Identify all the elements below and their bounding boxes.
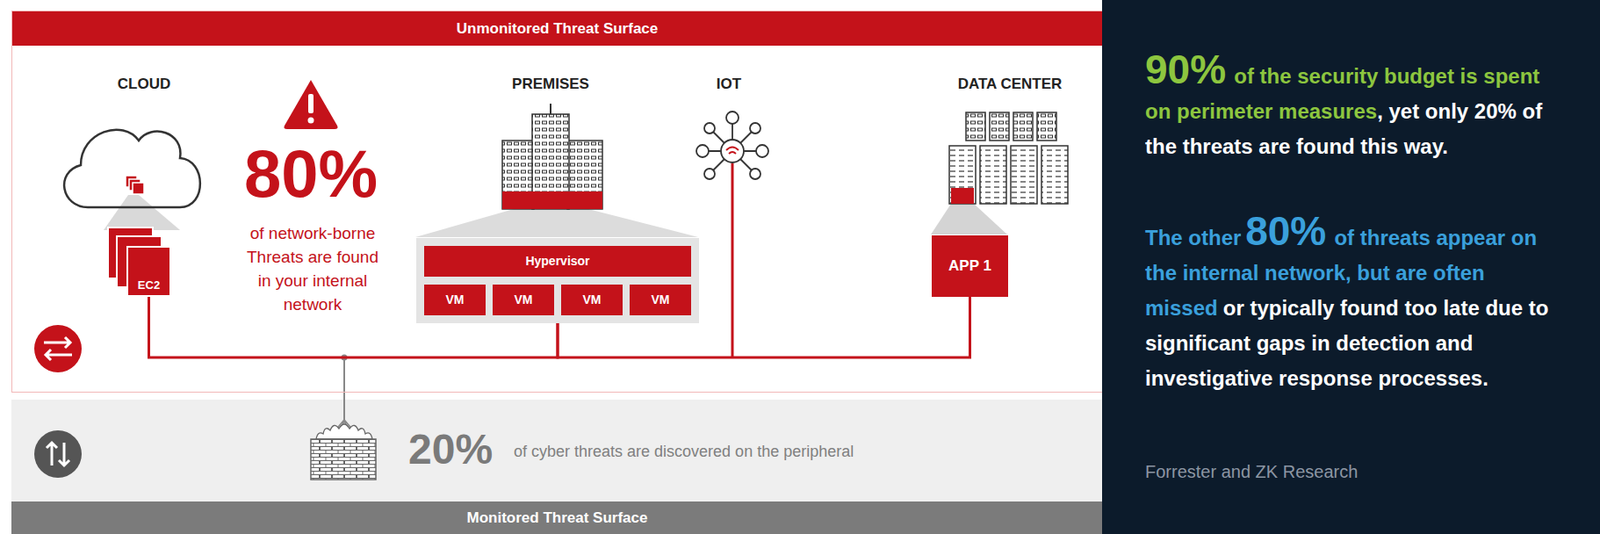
up-down-icon	[34, 430, 82, 478]
node-text: of cyber threats are discovered on the p…	[513, 442, 854, 461]
building-icon	[415, 103, 699, 238]
text-block: VM	[492, 284, 555, 316]
exchange-icon	[34, 324, 82, 373]
vm-box: VM	[492, 284, 555, 316]
data-center-icon	[930, 112, 1068, 235]
stat-text: of network-borne Threats are found in yo…	[246, 221, 379, 317]
node-text: Monitored Threat Surface	[467, 509, 649, 527]
node-text: Unmonitored Threat Surface	[456, 20, 659, 37]
hypervisor-box: HypervisorVM VM VM VM	[416, 237, 700, 324]
text-block: VM	[424, 284, 486, 316]
unmonitored-region: Unmonitored Threat SurfaceEC2 HypervisorV…	[11, 10, 1103, 393]
stat-paragraph: 90%of the security budget is spent on pe…	[1145, 49, 1567, 165]
node-text: VM	[651, 292, 671, 307]
cloud-icon	[64, 129, 201, 231]
column-heading: IOT	[716, 75, 742, 94]
node-text: The other	[1145, 225, 1241, 250]
monitored-band-ground	[11, 399, 1103, 534]
text-block: Hypervisor	[424, 245, 692, 277]
stat-number: 20%	[408, 428, 493, 471]
stat-number: 80%	[244, 140, 378, 208]
node-text: VM	[583, 292, 602, 307]
stats-panel: 90%of the security budget is spent on pe…	[1102, 0, 1600, 534]
warning-icon	[283, 79, 338, 130]
footer-bar: Monitored Threat Surface	[11, 501, 1103, 534]
node-text: Hypervisor	[525, 253, 590, 268]
stat-text: of cyber threats are discovered on the p…	[513, 442, 854, 462]
node-text: VM	[514, 292, 534, 307]
column-heading: CLOUD	[117, 75, 171, 94]
vm-box: VM	[629, 284, 692, 316]
node-text: VM	[446, 292, 465, 307]
node-text: EC2	[137, 278, 160, 292]
stat-paragraph: The other80%of threats appear on the int…	[1145, 210, 1567, 397]
node-text: 20%	[408, 425, 493, 473]
vm-box: VM	[424, 284, 486, 316]
text-block: APP 1	[931, 235, 1009, 297]
node-text: Forrester and ZK Research	[1145, 461, 1358, 482]
monitored-region: 20% of cyber threats are discovered on th…	[11, 399, 1103, 534]
ec2-box: EC2	[126, 245, 172, 297]
node-text: 90%	[1145, 46, 1226, 93]
header-bar: Unmonitored Threat Surface	[12, 11, 1103, 46]
iot-wire	[731, 163, 735, 358]
text-block: VM	[629, 284, 692, 316]
node-text: 80%	[1245, 208, 1327, 254]
column-heading: DATA CENTER	[958, 75, 1063, 94]
app-box: APP 1	[931, 235, 1009, 297]
vm-box: VM	[561, 284, 623, 316]
source-note: Forrester and ZK Research	[1145, 461, 1358, 483]
text-block: EC2	[128, 278, 170, 292]
column-heading: PREMISES	[511, 75, 590, 94]
node-text: APP 1	[948, 257, 992, 274]
firewall-icon	[310, 354, 376, 481]
text-block: VM	[561, 284, 623, 316]
